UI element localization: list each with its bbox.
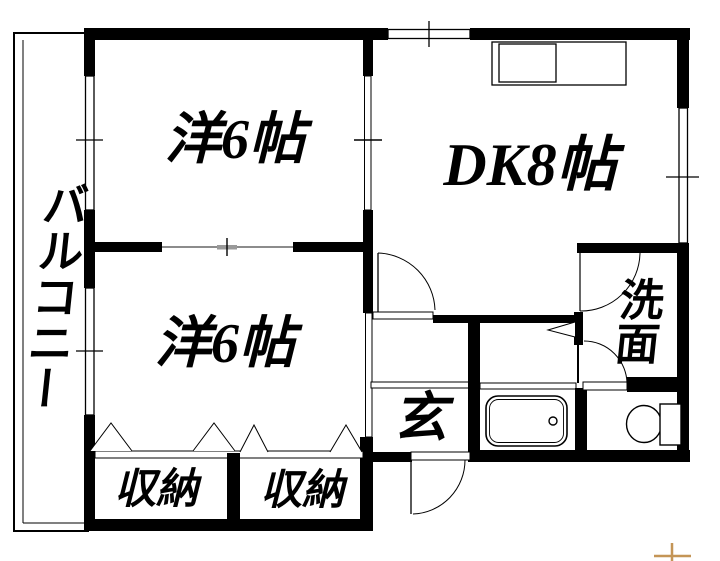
closet-doors <box>89 422 364 519</box>
interior-walls <box>95 40 689 462</box>
western-room-bottom-label: 洋6帖 <box>155 313 295 375</box>
western-room-top-label: 洋6帖 <box>165 109 305 171</box>
windows <box>76 21 699 416</box>
survey-cross-marker <box>654 543 691 561</box>
kitchen-counter-icon <box>491 41 627 86</box>
dining-kitchen-label: DK8帖 <box>443 132 617 198</box>
entrance-label: 玄 <box>393 388 447 448</box>
storage-left-label: 収納 <box>113 466 198 513</box>
bathtub-icon <box>485 395 568 447</box>
toilet-icon <box>625 403 682 446</box>
storage-right-label: 収納 <box>259 467 344 514</box>
doors <box>372 252 641 515</box>
